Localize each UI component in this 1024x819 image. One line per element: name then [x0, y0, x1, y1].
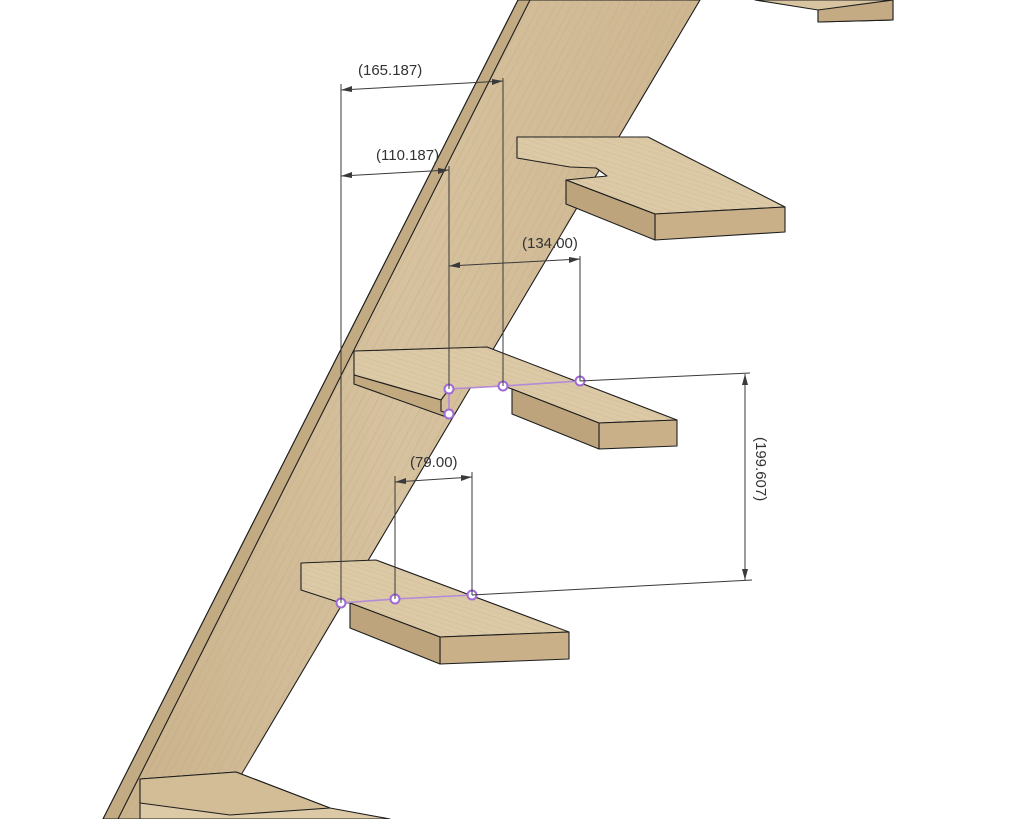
tread-1[interactable] — [754, 0, 894, 23]
dimension-label: (165.187) — [358, 62, 422, 79]
extension-lines — [340, 78, 753, 603]
tread-4[interactable] — [300, 559, 570, 665]
dimension-label: (199.607) — [752, 437, 769, 501]
tread-5[interactable] — [139, 771, 391, 819]
tread-2[interactable] — [516, 136, 786, 241]
dimension-110[interactable]: (110.187) — [340, 147, 450, 178]
stringer-board[interactable] — [102, 0, 701, 819]
dimension-label: (79.00) — [410, 454, 458, 471]
dimension-134[interactable]: (134.00) — [448, 235, 581, 268]
dimension-label: (134.00) — [522, 235, 578, 252]
sketch-point[interactable] — [443, 408, 455, 420]
dimension-165[interactable]: (165.187) — [340, 62, 504, 92]
dimension-199[interactable]: (199.607) — [742, 374, 769, 580]
dimension-label: (110.187) — [376, 147, 439, 164]
dimension-79[interactable]: (79.00) — [394, 454, 473, 484]
